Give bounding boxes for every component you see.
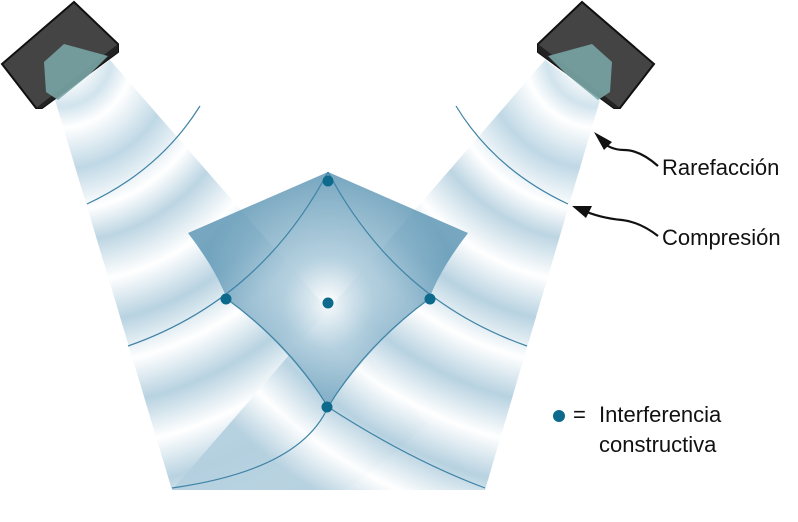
- interference-dot: [220, 293, 232, 305]
- arrow-icon: [594, 132, 612, 150]
- interference-dot: [322, 297, 334, 309]
- interference-dot: [424, 293, 436, 305]
- legend-equals: =: [573, 402, 586, 427]
- arrow-icon: [572, 206, 592, 218]
- legend-text-line2: constructiva: [599, 432, 717, 457]
- interference-dots: [220, 175, 436, 413]
- interference-dot: [321, 401, 333, 413]
- interference-region: [188, 172, 468, 407]
- legend-dot-icon: [553, 410, 565, 422]
- arrow-icon: [581, 208, 659, 237]
- left-wavefronts: [86, 105, 486, 489]
- speaker-left-icon: [0, 0, 119, 109]
- interference-dot: [322, 175, 334, 187]
- compression-label: Compresión: [662, 225, 781, 250]
- speaker-right-icon: [537, 0, 656, 109]
- rarefaction-label: Rarefacción: [662, 155, 780, 180]
- legend-text-line1: Interferencia: [599, 402, 722, 427]
- right-wavefronts: [327, 105, 569, 408]
